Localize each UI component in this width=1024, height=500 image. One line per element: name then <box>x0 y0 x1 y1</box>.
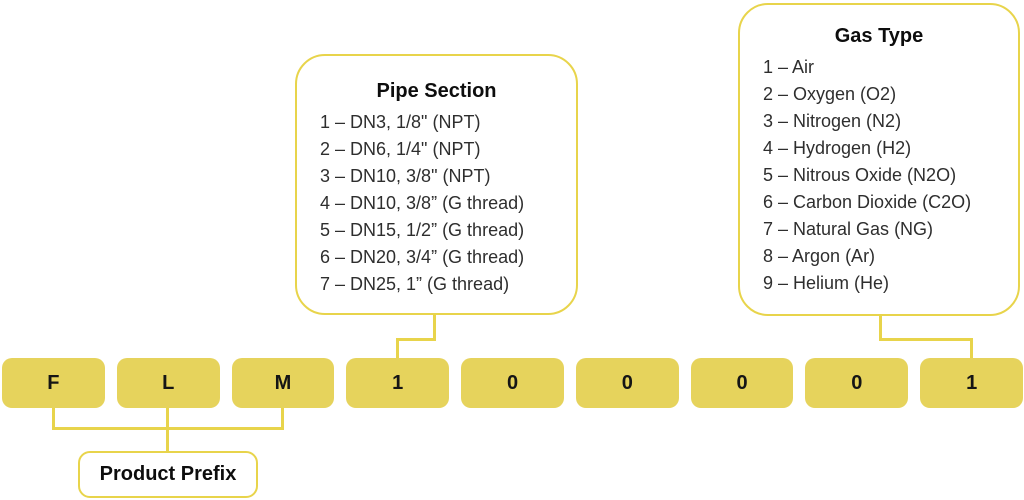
pipe-section-item: 4 – DN10, 3/8” (G thread) <box>320 193 525 213</box>
gas-type-connector-line <box>879 338 973 341</box>
gas-type-connector-line <box>970 338 973 359</box>
gas-type-item: 9 – Helium (He) <box>763 273 890 293</box>
gas-type-item: 8 – Argon (Ar) <box>763 246 876 266</box>
code-box-pipe-section: 1 <box>346 358 450 408</box>
code-box-digit-7: 0 <box>690 358 794 408</box>
gas-type-item: 3 – Nitrogen (N2) <box>763 111 902 131</box>
pipe-section-list: 1 – DN3, 1/8" (NPT) 2 – DN6, 1/4" (NPT) … <box>297 109 576 298</box>
pipe-section-item: 1 – DN3, 1/8" (NPT) <box>320 112 481 132</box>
pipe-section-item: 3 – DN10, 3/8" (NPT) <box>320 166 491 186</box>
code-box-digit-5: 0 <box>461 358 564 408</box>
pipe-section-item: 2 – DN6, 1/4" (NPT) <box>320 139 481 159</box>
pipe-section-connector-line <box>396 338 436 341</box>
code-box-digit-6: 0 <box>575 358 679 408</box>
code-box-prefix-1: F <box>2 358 105 408</box>
gas-type-item: 4 – Hydrogen (H2) <box>763 138 912 158</box>
gas-type-item: 1 – Air <box>763 57 815 77</box>
pipe-section-item: 7 – DN25, 1” (G thread) <box>320 274 510 294</box>
product-prefix-label: Product Prefix <box>78 451 258 498</box>
gas-type-connector-line <box>879 316 882 341</box>
code-box-digit-8: 0 <box>805 358 909 408</box>
gas-type-title: Gas Type <box>834 25 924 47</box>
gas-type-list: 1 – Air 2 – Oxygen (O2) 3 – Nitrogen (N2… <box>740 54 1018 297</box>
pipe-section-callout: Pipe Section 1 – DN3, 1/8" (NPT) 2 – DN6… <box>295 54 578 315</box>
pipe-section-connector-line <box>396 338 399 359</box>
product-prefix-bracket-line <box>166 408 169 453</box>
gas-type-item: 7 – Natural Gas (NG) <box>763 219 934 239</box>
code-box-prefix-3: M <box>231 358 335 408</box>
pipe-section-item: 6 – DN20, 3/4” (G thread) <box>320 247 525 267</box>
pipe-section-item: 5 – DN15, 1/2” (G thread) <box>320 220 525 240</box>
product-prefix-bracket-line <box>281 408 284 430</box>
pipe-section-title: Pipe Section <box>376 80 497 102</box>
product-code-row: F L M 1 0 0 0 0 1 <box>2 358 1024 408</box>
gas-type-item: 2 – Oxygen (O2) <box>763 84 897 104</box>
gas-type-item: 5 – Nitrous Oxide (N2O) <box>763 165 957 185</box>
code-box-prefix-2: L <box>116 358 220 408</box>
code-box-gas-type: 1 <box>920 358 1024 408</box>
product-prefix-bracket-line <box>52 408 55 430</box>
gas-type-item: 6 – Carbon Dioxide (C2O) <box>763 192 972 212</box>
gas-type-callout: Gas Type 1 – Air 2 – Oxygen (O2) 3 – Nit… <box>738 3 1020 316</box>
pipe-section-connector-line <box>433 315 436 341</box>
